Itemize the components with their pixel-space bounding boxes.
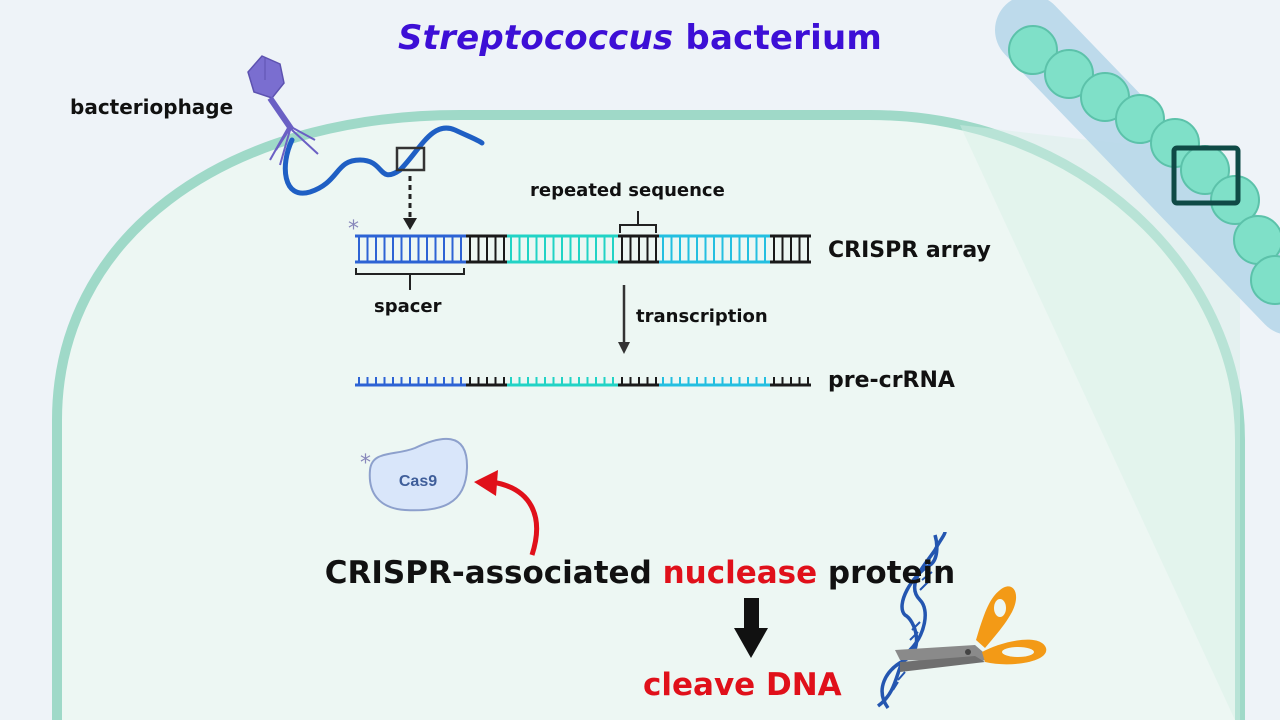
page-title: Streptococcus bacterium <box>0 18 1280 58</box>
cell-wall <box>52 110 1245 720</box>
pre-crrna-strand <box>355 377 811 387</box>
cleave-dna-label: cleave DNA <box>643 667 842 703</box>
repeat-segment <box>466 234 507 264</box>
pre-crrna-label: pre-crRNA <box>828 368 955 393</box>
repeat-segment <box>770 234 811 264</box>
crispr-array-label: CRISPR array <box>828 238 991 263</box>
caption-highlight: nuclease <box>662 555 818 591</box>
repeat-segment <box>770 377 811 387</box>
zoom-cone <box>960 125 1240 720</box>
spacer-label: spacer <box>374 296 442 317</box>
spacer-segment <box>507 377 618 387</box>
asterisk-marker: * <box>348 217 359 242</box>
asterisk-marker: * <box>360 451 371 476</box>
dna-selection-box <box>395 146 426 172</box>
nuclease-caption: CRISPR-associated nuclease protein <box>0 555 1280 591</box>
down-arrow-icon <box>734 598 768 658</box>
cell-interior <box>57 115 1240 720</box>
spacer-segment <box>507 234 618 264</box>
cas9-protein-icon: Cas9 <box>368 437 469 512</box>
title-rest: bacterium <box>673 18 883 58</box>
scissors-icon <box>895 586 1047 672</box>
phage-dna-strand <box>282 125 485 196</box>
repeat-bracket <box>619 211 657 233</box>
bacteriophage-label: bacteriophage <box>70 95 234 119</box>
spacer-segment <box>659 377 770 387</box>
dna-helix-icon <box>876 531 947 710</box>
spacer-segment <box>355 377 466 387</box>
spacer-segment <box>659 234 770 264</box>
bacteriophage-icon <box>247 55 319 166</box>
cas9-label: Cas9 <box>399 473 437 490</box>
repeat-segment <box>466 377 507 387</box>
caption-part: protein <box>817 555 956 591</box>
repeat-segment <box>618 377 659 387</box>
red-curved-arrow <box>491 479 539 556</box>
zoom-box <box>1171 145 1241 206</box>
spacer-bracket <box>355 268 465 290</box>
repeated-sequence-label: repeated sequence <box>530 180 725 201</box>
crispr-array <box>355 234 811 264</box>
transcription-label: transcription <box>636 306 768 327</box>
spacer-segment <box>355 234 466 264</box>
title-species: Streptococcus <box>397 18 674 58</box>
repeat-segment <box>618 234 659 264</box>
caption-part: CRISPR-associated <box>324 555 663 591</box>
